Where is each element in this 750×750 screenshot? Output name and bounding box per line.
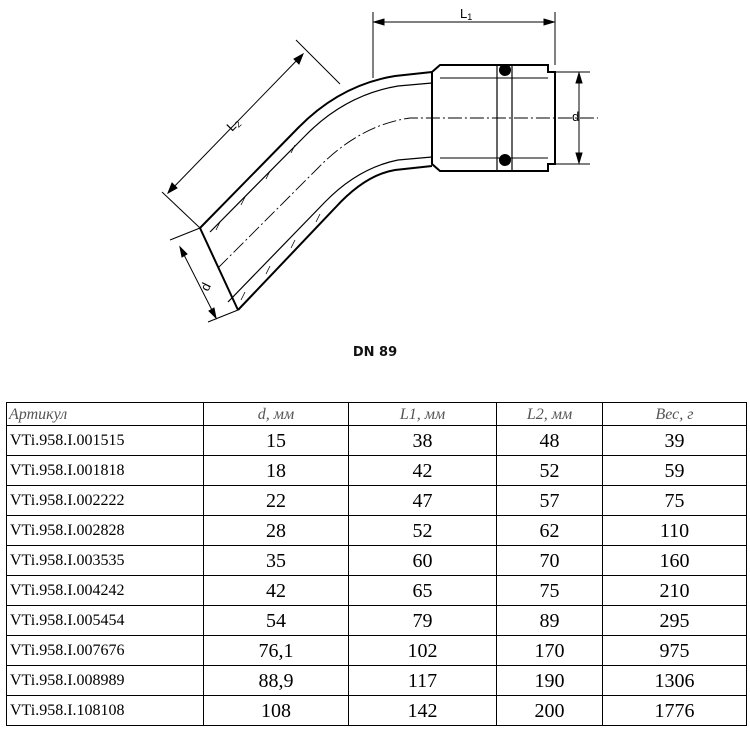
header-weight: Вес, г bbox=[602, 402, 747, 426]
fitting-technical-drawing: L1 d L2 d bbox=[161, 6, 598, 323]
cell-article: VTi.958.I.007676 bbox=[6, 635, 204, 666]
cell-d: 15 bbox=[203, 425, 349, 456]
cell-l1: 38 bbox=[348, 425, 497, 456]
cell-l1: 47 bbox=[348, 485, 497, 516]
cell-weight: 1776 bbox=[602, 695, 747, 726]
cell-d: 35 bbox=[203, 545, 349, 576]
o-ring-bottom bbox=[499, 154, 511, 166]
elbow-pipe-body bbox=[199, 71, 433, 311]
elbow-pipe-inner-wall bbox=[209, 82, 433, 303]
cell-l2: 190 bbox=[496, 665, 603, 696]
cell-l1: 117 bbox=[348, 665, 497, 696]
cell-weight: 75 bbox=[602, 485, 747, 516]
cell-weight: 160 bbox=[602, 545, 747, 576]
cell-d: 42 bbox=[203, 575, 349, 606]
cell-l2: 62 bbox=[496, 515, 603, 546]
header-l2: L2, мм bbox=[496, 402, 603, 426]
wall-hatching bbox=[215, 144, 321, 301]
cell-l2: 170 bbox=[496, 635, 603, 666]
cell-d: 76,1 bbox=[203, 635, 349, 666]
cell-weight: 975 bbox=[602, 635, 747, 666]
cell-d: 108 bbox=[203, 695, 349, 726]
dimension-d-left bbox=[169, 227, 239, 323]
size-caption: DN 89 bbox=[352, 345, 398, 360]
specification-table: Артикул d, мм L1, мм L2, мм Вес, г VTi.9… bbox=[6, 402, 747, 726]
cell-weight: 210 bbox=[602, 575, 747, 606]
cell-l2: 48 bbox=[496, 425, 603, 456]
cell-l2: 70 bbox=[496, 545, 603, 576]
cell-l1: 52 bbox=[348, 515, 497, 546]
cell-l1: 42 bbox=[348, 455, 497, 486]
cell-article: VTi.958.I.003535 bbox=[6, 545, 204, 576]
cell-d: 54 bbox=[203, 605, 349, 636]
cell-l2: 52 bbox=[496, 455, 603, 486]
cell-weight: 110 bbox=[602, 515, 747, 546]
cell-d: 88,9 bbox=[203, 665, 349, 696]
cell-weight: 1306 bbox=[602, 665, 747, 696]
label-d-left: d bbox=[197, 280, 214, 293]
label-l1: L1 bbox=[460, 6, 472, 22]
cell-article: VTi.958.I.001515 bbox=[6, 425, 204, 456]
dimension-d-right bbox=[555, 71, 590, 165]
cell-weight: 39 bbox=[602, 425, 747, 456]
cell-l2: 200 bbox=[496, 695, 603, 726]
cell-article: VTi.958.I.008989 bbox=[6, 665, 204, 696]
cell-l1: 60 bbox=[348, 545, 497, 576]
cell-article: VTi.958.I.002222 bbox=[6, 485, 204, 516]
cell-l1: 79 bbox=[348, 605, 497, 636]
cell-article: VTi.958.I.001818 bbox=[6, 455, 204, 486]
cell-l2: 89 bbox=[496, 605, 603, 636]
cell-d: 22 bbox=[203, 485, 349, 516]
cell-article: VTi.958.I.004242 bbox=[6, 575, 204, 606]
header-article: Артикул bbox=[6, 402, 204, 426]
cell-article: VTi.958.I.108108 bbox=[6, 695, 204, 726]
cell-article: VTi.958.I.002828 bbox=[6, 515, 204, 546]
dimension-l1 bbox=[372, 12, 556, 78]
cell-d: 18 bbox=[203, 455, 349, 486]
cell-weight: 295 bbox=[602, 605, 747, 636]
label-d-right: d bbox=[572, 109, 579, 124]
cell-l2: 75 bbox=[496, 575, 603, 606]
cell-l1: 65 bbox=[348, 575, 497, 606]
o-ring-top bbox=[499, 64, 511, 76]
centerline bbox=[217, 117, 598, 269]
cell-l1: 102 bbox=[348, 635, 497, 666]
table-header-row: Артикул d, мм L1, мм L2, мм Вес, г bbox=[6, 402, 747, 426]
cell-weight: 59 bbox=[602, 455, 747, 486]
cell-d: 28 bbox=[203, 515, 349, 546]
header-l1: L1, мм bbox=[348, 402, 497, 426]
cell-l2: 57 bbox=[496, 485, 603, 516]
dimension-l2 bbox=[161, 39, 341, 229]
cell-l1: 142 bbox=[348, 695, 497, 726]
cell-article: VTi.958.I.005454 bbox=[6, 605, 204, 636]
header-d: d, мм bbox=[203, 402, 349, 426]
